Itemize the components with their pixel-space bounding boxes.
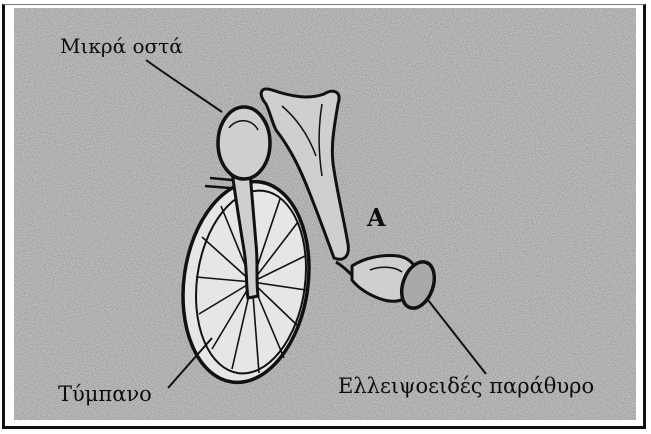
label-small-bones: Μικρά οστά: [60, 36, 183, 56]
label-eardrum: Τύμπανο: [58, 384, 152, 405]
label-point-a: A: [367, 206, 386, 230]
label-oval-window: Ελλειψοειδές παράθυρο: [338, 376, 594, 397]
